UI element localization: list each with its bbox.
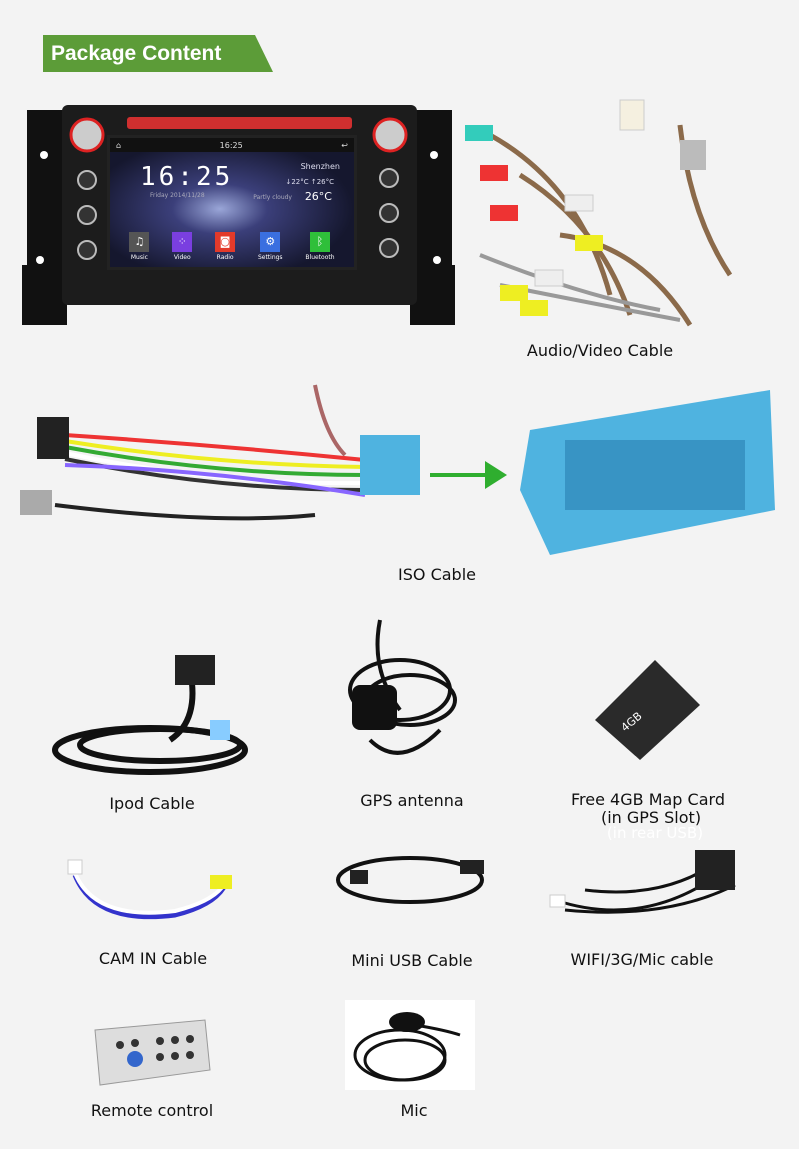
av-cable-image bbox=[465, 99, 733, 327]
app-label: Music bbox=[130, 254, 148, 261]
mini-usb-cable-label: Mini USB Cable bbox=[351, 951, 473, 970]
back-icon: ↩ bbox=[341, 140, 348, 150]
iso-cable-label: ISO Cable bbox=[398, 565, 476, 584]
app-dock: ♫ Music ⁘ Video ◙ Radio ⚙ Settings ᛒ Bluetoot… bbox=[118, 232, 346, 261]
status-time: 16:25 bbox=[219, 140, 243, 150]
package-content-banner: Package Content bbox=[43, 35, 273, 72]
app-label: Settings bbox=[257, 254, 283, 261]
settings-icon: ⚙ bbox=[260, 232, 281, 252]
weather-range: ↓22°C ↑26°C bbox=[285, 178, 334, 186]
app-video[interactable]: ⁘ Video bbox=[172, 232, 193, 261]
app-radio[interactable]: ◙ Radio bbox=[215, 232, 236, 261]
map-card-ghost-text: (in rear USB) bbox=[606, 824, 704, 842]
remote-control-image bbox=[94, 1019, 211, 1086]
clock-widget: 16:25 bbox=[140, 162, 234, 192]
iso-cable-image bbox=[20, 384, 507, 521]
cam-in-cable-image bbox=[67, 859, 232, 920]
app-label: Bluetooth bbox=[305, 254, 335, 261]
video-icon: ⁘ bbox=[172, 232, 193, 252]
weather-temp: 26°C bbox=[304, 190, 332, 203]
ipod-cable-image bbox=[52, 655, 248, 775]
head-unit-image: ⌂ 16:25 ↩ 16:25 Friday 2014/11/28 Shenzh… bbox=[22, 95, 455, 325]
wifi-3g-mic-cable-image bbox=[549, 850, 736, 914]
mini-usb-cable-image bbox=[336, 856, 484, 904]
sd-card-image: 4GB bbox=[595, 660, 700, 760]
app-bluetooth[interactable]: ᛒ Bluetooth bbox=[305, 232, 335, 261]
app-label: Radio bbox=[216, 254, 234, 261]
status-bar: ⌂ 16:25 ↩ bbox=[110, 138, 354, 152]
date-text: Friday 2014/11/28 bbox=[150, 192, 205, 199]
cam-in-cable-label: CAM IN Cable bbox=[98, 949, 208, 968]
av-cable-label: Audio/Video Cable bbox=[526, 341, 674, 360]
app-settings[interactable]: ⚙ Settings bbox=[258, 232, 283, 261]
arrow-icon bbox=[485, 461, 507, 489]
app-label: Video bbox=[173, 254, 191, 261]
remote-control-label: Remote control bbox=[90, 1101, 214, 1120]
gps-antenna-label: GPS antenna bbox=[360, 791, 464, 810]
mic-image bbox=[345, 1000, 475, 1090]
bluetooth-icon: ᛒ bbox=[309, 232, 330, 252]
map-card-label: Free 4GB Map Card bbox=[571, 790, 725, 809]
radio-icon: ◙ bbox=[215, 232, 236, 252]
gps-antenna-image bbox=[348, 619, 457, 755]
iso-connector-image bbox=[520, 390, 775, 555]
android-screen: ⌂ 16:25 ↩ 16:25 Friday 2014/11/28 Shenzh… bbox=[107, 135, 357, 270]
mic-label: Mic bbox=[400, 1101, 428, 1120]
weather-city: Shenzhen bbox=[300, 162, 340, 171]
music-icon: ♫ bbox=[129, 232, 150, 252]
home-icon: ⌂ bbox=[116, 140, 122, 150]
app-music[interactable]: ♫ Music bbox=[129, 232, 150, 261]
wifi-cable-label: WIFI/3G/Mic cable bbox=[570, 950, 714, 969]
ipod-cable-label: Ipod Cable bbox=[109, 794, 195, 813]
weather-condition: Partly cloudy bbox=[253, 194, 292, 201]
map-card-note: (in GPS Slot) bbox=[600, 808, 702, 827]
